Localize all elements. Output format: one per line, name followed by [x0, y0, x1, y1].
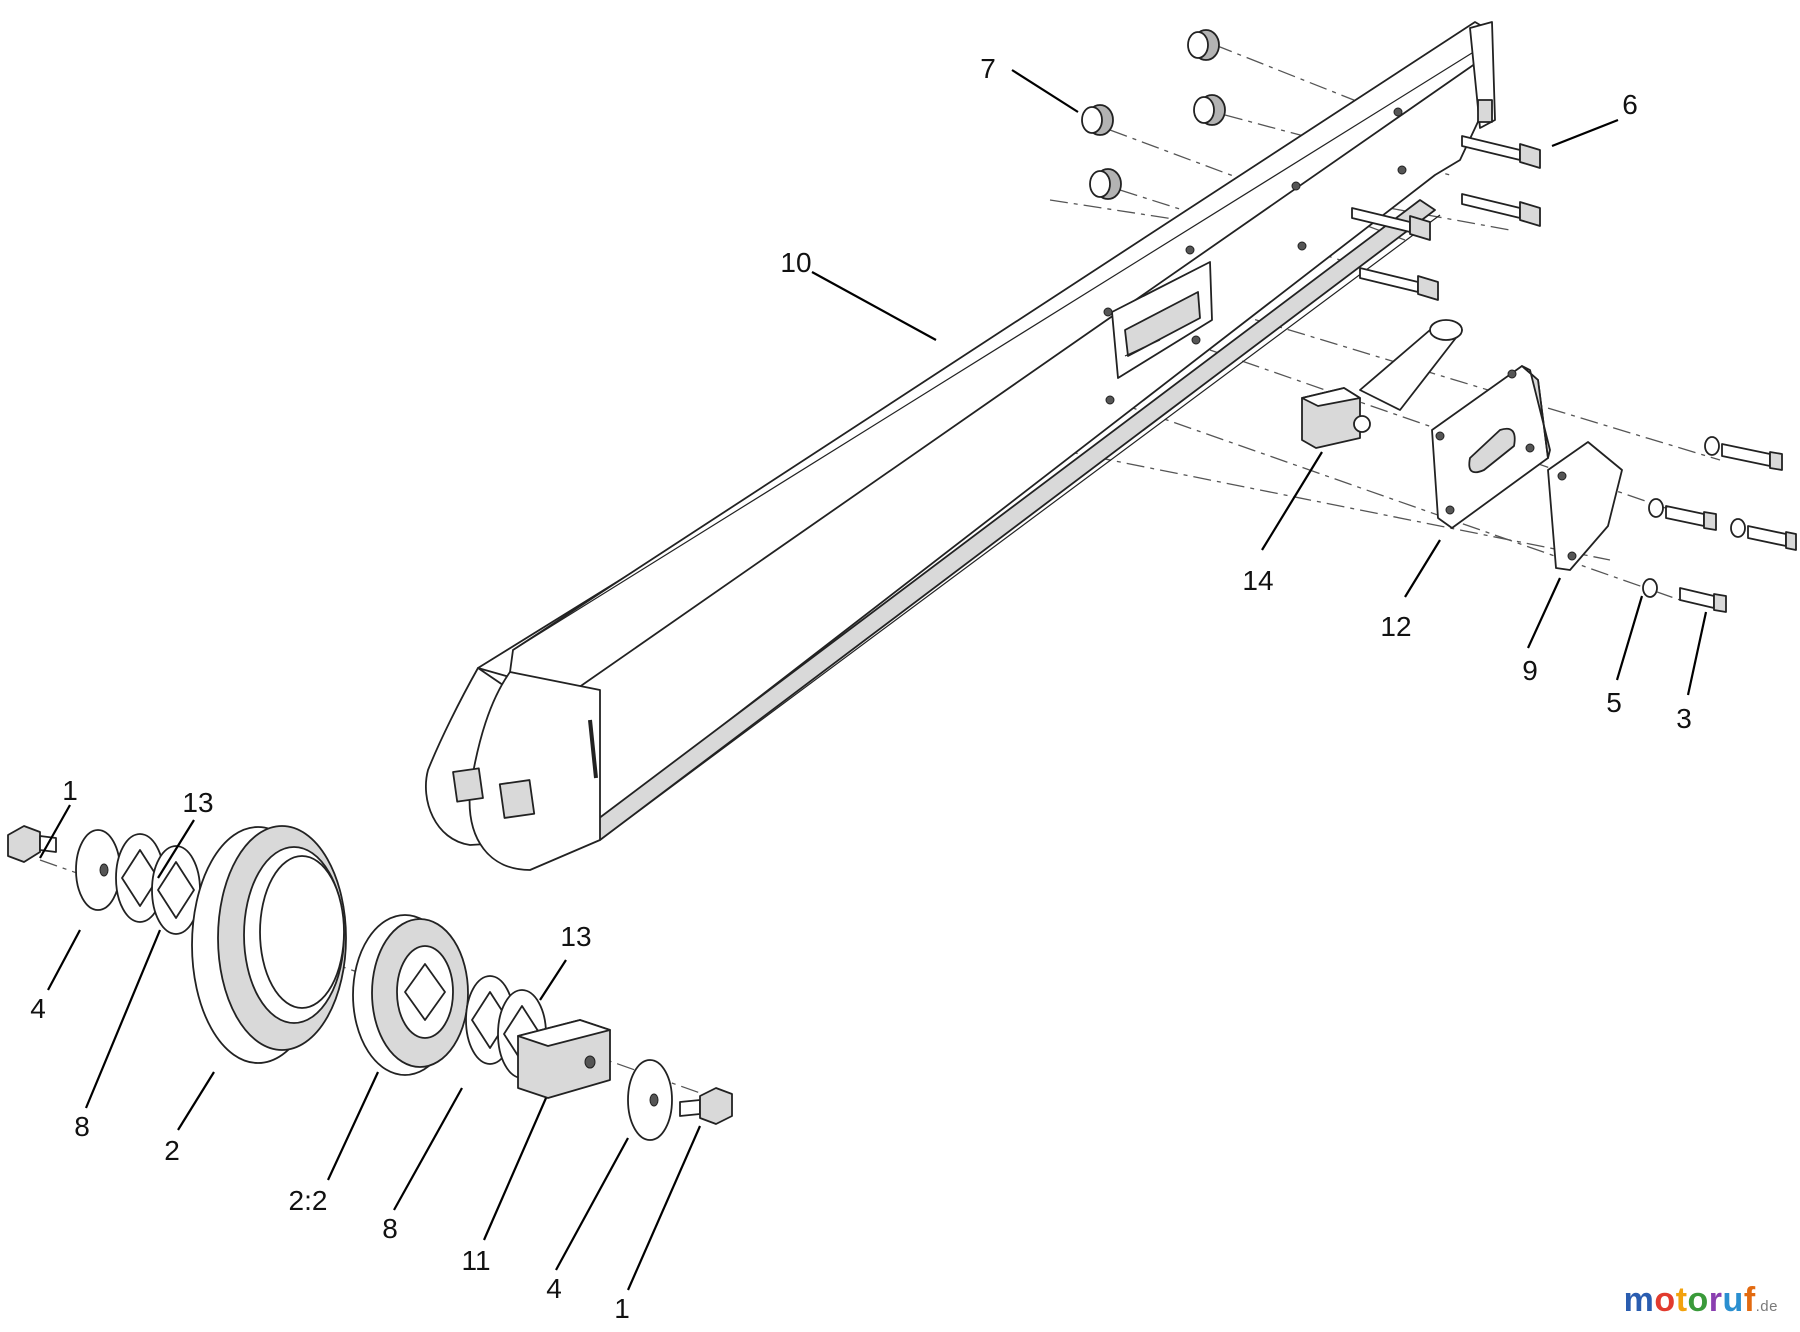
watermark-letter: f [1743, 1281, 1756, 1319]
callout-7: 7 [980, 53, 996, 84]
callout-13-left: 13 [182, 787, 213, 818]
callout-5: 5 [1606, 687, 1622, 718]
small-fasteners [1642, 436, 1797, 613]
lock-nuts [1081, 29, 1226, 200]
callout-8-right: 8 [382, 1213, 398, 1244]
watermark-tld: .de [1755, 1298, 1778, 1315]
callout-2-2: 2:2 [289, 1185, 328, 1216]
watermark-letter: m [1623, 1281, 1655, 1319]
callout-6: 6 [1622, 89, 1638, 120]
watermark-letter: r [1708, 1281, 1723, 1319]
callout-1-right: 1 [614, 1293, 630, 1324]
mount-plate [1431, 365, 1551, 529]
callout-labels: 7 6 10 14 12 9 5 3 1 13 4 8 2 2:2 13 8 1… [30, 53, 1692, 1324]
callout-leaders [39, 69, 1708, 1291]
callout-1-left: 1 [62, 775, 78, 806]
callout-4-left: 4 [30, 993, 46, 1024]
callout-10: 10 [780, 247, 811, 278]
frame-arm [425, 21, 1496, 871]
watermark-letter: t [1675, 1281, 1688, 1319]
callout-2: 2 [164, 1135, 180, 1166]
watermark-letter: u [1722, 1281, 1744, 1319]
callout-12: 12 [1380, 611, 1411, 642]
watermark-letter: o [1687, 1281, 1709, 1319]
callout-13-right: 13 [560, 921, 591, 952]
flange-bolts [1351, 135, 1541, 301]
cover-plate [1547, 441, 1623, 571]
callout-14: 14 [1242, 565, 1273, 596]
watermark-letter: o [1654, 1281, 1676, 1319]
callout-9: 9 [1522, 655, 1538, 686]
callout-4-right: 4 [546, 1273, 562, 1304]
motoruf-watermark-logo: motoruf.de [1624, 1281, 1778, 1320]
callout-11: 11 [461, 1245, 490, 1276]
callout-3: 3 [1676, 703, 1692, 734]
roller-actuator [1301, 319, 1463, 449]
callout-8-left: 8 [74, 1111, 90, 1142]
wheel-assembly [7, 825, 733, 1141]
